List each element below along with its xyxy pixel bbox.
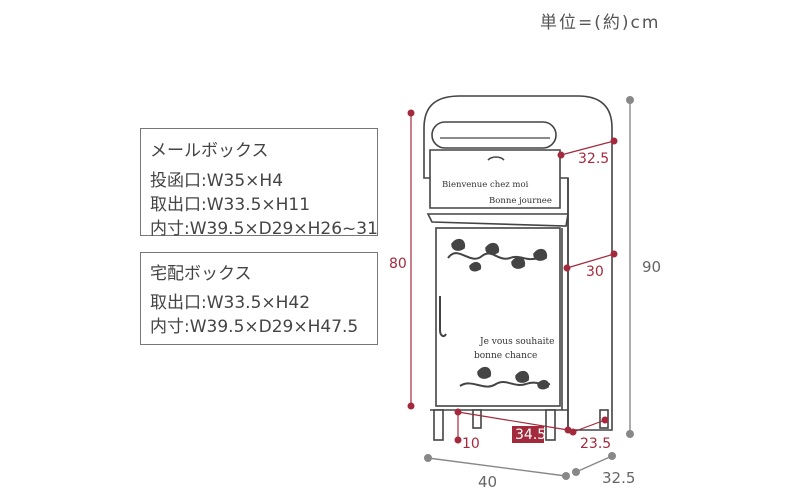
decor-text-luck: bonne chance [474,351,537,361]
parcel-spec-title: 宅配ボックス [150,264,252,284]
decor-text-good-day: Bonne journee [489,196,552,206]
parcel-spec-panel: 宅配ボックス 取出口:W33.5×H42 内寸:W39.5×D29×H47.5 [140,252,378,345]
parcel-outlet-size: 取出口:W33.5×H42 [150,293,311,313]
dim-body-height: 80 [389,256,407,272]
dim-door-depth: 30 [586,264,604,280]
unit-label: 単位=(約)cm [540,13,661,33]
parcel-inner-size: 内寸:W39.5×D29×H47.5 [150,317,359,337]
red-dimension-lines [410,113,615,440]
red-dimension-endpoints [407,109,618,444]
dim-leg-depth: 23.5 [580,436,611,452]
mailbox-product-illustration [423,95,613,441]
decor-text-wish: Je vous souhaite [479,337,554,347]
decor-text-welcome: Bienvenue chez moi [442,180,529,190]
dim-leg-height: 10 [462,436,480,452]
mailbox-inner-size: 内寸:W39.5×D29×H26~31 [150,219,378,239]
gray-dimension-lines [427,100,631,477]
dim-depth: 32.5 [602,469,635,487]
dim-width: 40 [478,473,497,491]
dim-leg-span: 34.5 [515,427,546,443]
leg-span-label-bg [512,426,544,443]
mailbox-outlet-size: 取出口:W33.5×H11 [150,195,311,215]
dim-slot-depth: 32.5 [578,151,609,167]
gray-dimension-endpoints [424,96,634,480]
mailbox-slot-size: 投函口:W35×H4 [150,171,284,191]
mailbox-spec-title: メールボックス [150,141,269,161]
dim-total-height: 90 [642,258,661,276]
mailbox-spec-panel: メールボックス 投函口:W35×H4 取出口:W33.5×H11 内寸:W39.… [140,128,378,239]
